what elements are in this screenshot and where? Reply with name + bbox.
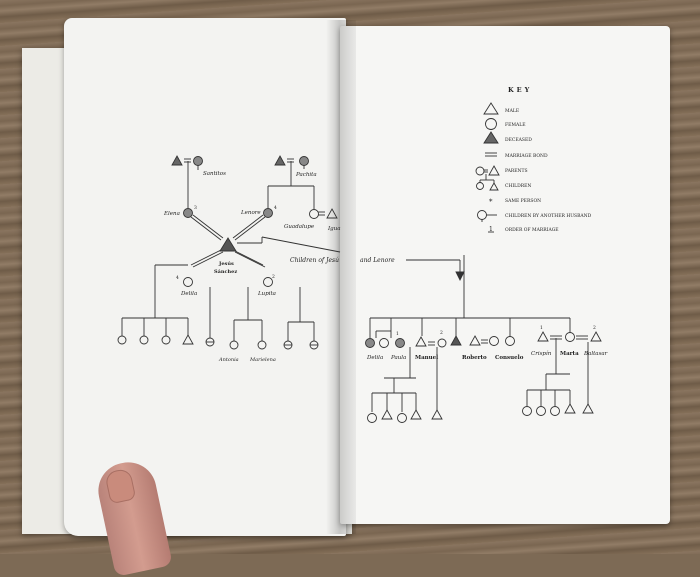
name-roberto: Roberto bbox=[462, 355, 487, 361]
child-symbol bbox=[431, 409, 443, 420]
crispin-symbol bbox=[537, 331, 549, 342]
child-symbol bbox=[367, 413, 377, 423]
child-symbol bbox=[182, 334, 194, 345]
child-symbol bbox=[117, 335, 127, 345]
svg-text:3: 3 bbox=[194, 205, 197, 211]
child-symbol bbox=[550, 406, 560, 416]
key-label: PARENTS bbox=[505, 168, 528, 174]
name-consuelo: Consuelo bbox=[495, 355, 524, 361]
name-crispin: Crispín bbox=[531, 350, 552, 357]
name-pachita: Pachita bbox=[295, 172, 317, 178]
elena-symbol bbox=[183, 208, 193, 218]
child-symbol bbox=[437, 338, 447, 348]
key-label: SAME PERSON bbox=[505, 198, 541, 204]
caption-children-right: and Lenore bbox=[360, 257, 395, 264]
child-symbol bbox=[582, 403, 594, 414]
key-legend: KEY MALE FEMALE DECEASED MARRIAGE BOND P… bbox=[475, 86, 592, 233]
delila2-symbol bbox=[365, 338, 375, 348]
name-santitos: Santitos bbox=[203, 171, 226, 177]
name-guadalupe: Guadalupe bbox=[284, 224, 315, 230]
child-symbol bbox=[450, 335, 462, 346]
child-symbol bbox=[536, 406, 546, 416]
paula-symbol bbox=[379, 338, 389, 348]
name-lupita: Lupita bbox=[257, 291, 276, 297]
name-antonia: Antonia bbox=[218, 357, 239, 363]
svg-text:2: 2 bbox=[593, 325, 596, 331]
lenore-symbol bbox=[263, 208, 273, 218]
deceased-icon bbox=[483, 131, 499, 144]
key-label: ORDER OF MARRIAGE bbox=[505, 227, 559, 233]
key-label: CHILDREN bbox=[505, 183, 531, 189]
svg-text:2: 2 bbox=[272, 274, 275, 280]
name-sanchez: Sánchez bbox=[214, 268, 237, 275]
child-symbol bbox=[381, 409, 393, 420]
delila-symbol bbox=[183, 277, 193, 287]
right-page bbox=[340, 26, 670, 524]
female-icon bbox=[485, 118, 497, 130]
marielena-symbol bbox=[257, 340, 267, 350]
name-marielena: Marielena bbox=[249, 357, 276, 363]
child-symbol bbox=[161, 335, 171, 345]
male-icon bbox=[483, 102, 499, 115]
grandparents-left bbox=[171, 155, 203, 186]
same-person-icon: * bbox=[489, 198, 493, 206]
parents-icon bbox=[475, 165, 500, 191]
name-delila: Delila bbox=[180, 291, 197, 297]
svg-text:1: 1 bbox=[540, 325, 543, 331]
grandparents-right bbox=[274, 155, 309, 186]
svg-text:4: 4 bbox=[274, 205, 277, 211]
antonia-symbol bbox=[229, 340, 239, 350]
order-icon: 1 bbox=[489, 226, 493, 233]
left-page bbox=[64, 18, 346, 536]
child-symbol bbox=[397, 413, 407, 423]
lupita-symbol bbox=[263, 277, 273, 287]
roberto-symbol bbox=[469, 335, 481, 346]
guadalupe-symbol bbox=[309, 209, 319, 219]
child-symbol bbox=[489, 336, 499, 346]
name-paula: Paula bbox=[390, 355, 406, 361]
child-symbol bbox=[564, 403, 576, 414]
svg-text:1: 1 bbox=[396, 331, 399, 337]
name-manuel: Manuel bbox=[415, 355, 438, 361]
name-elena: Elena bbox=[163, 211, 180, 217]
key-label: MARRIAGE BOND bbox=[505, 153, 548, 159]
another-husband-icon bbox=[477, 210, 497, 222]
caption-children-left: Children of Jesú bbox=[290, 257, 339, 264]
manuel-symbol bbox=[415, 336, 427, 347]
child-symbol bbox=[410, 409, 422, 420]
consuelo-symbol bbox=[505, 336, 515, 346]
name-delila-2: Delila bbox=[366, 355, 383, 361]
name-jesus: Jesús bbox=[218, 260, 234, 267]
name-marta: Marta bbox=[560, 351, 579, 357]
book-gutter bbox=[326, 20, 356, 534]
baltasar-symbol bbox=[590, 331, 602, 342]
key-label: CHILDREN BY ANOTHER HUSBAND bbox=[505, 213, 592, 219]
key-label: DECEASED bbox=[505, 137, 532, 143]
fingernail bbox=[104, 467, 137, 505]
jesus-symbol bbox=[219, 237, 237, 252]
child-symbol bbox=[395, 338, 405, 348]
key-label: MALE bbox=[505, 108, 519, 114]
family-tree-diagram: KEY MALE FEMALE DECEASED MARRIAGE BOND P… bbox=[117, 86, 608, 423]
marta-symbol bbox=[565, 332, 575, 342]
child-symbol bbox=[139, 335, 149, 345]
name-lenore: Lenore bbox=[240, 210, 261, 216]
child-symbol bbox=[522, 406, 532, 416]
svg-text:4: 4 bbox=[176, 275, 179, 281]
svg-text:Igua: Igua bbox=[327, 226, 341, 232]
svg-text:2: 2 bbox=[440, 330, 443, 336]
key-title: KEY bbox=[508, 86, 532, 94]
key-label: FEMALE bbox=[505, 122, 526, 128]
name-baltasar: Baltasar bbox=[583, 351, 608, 357]
